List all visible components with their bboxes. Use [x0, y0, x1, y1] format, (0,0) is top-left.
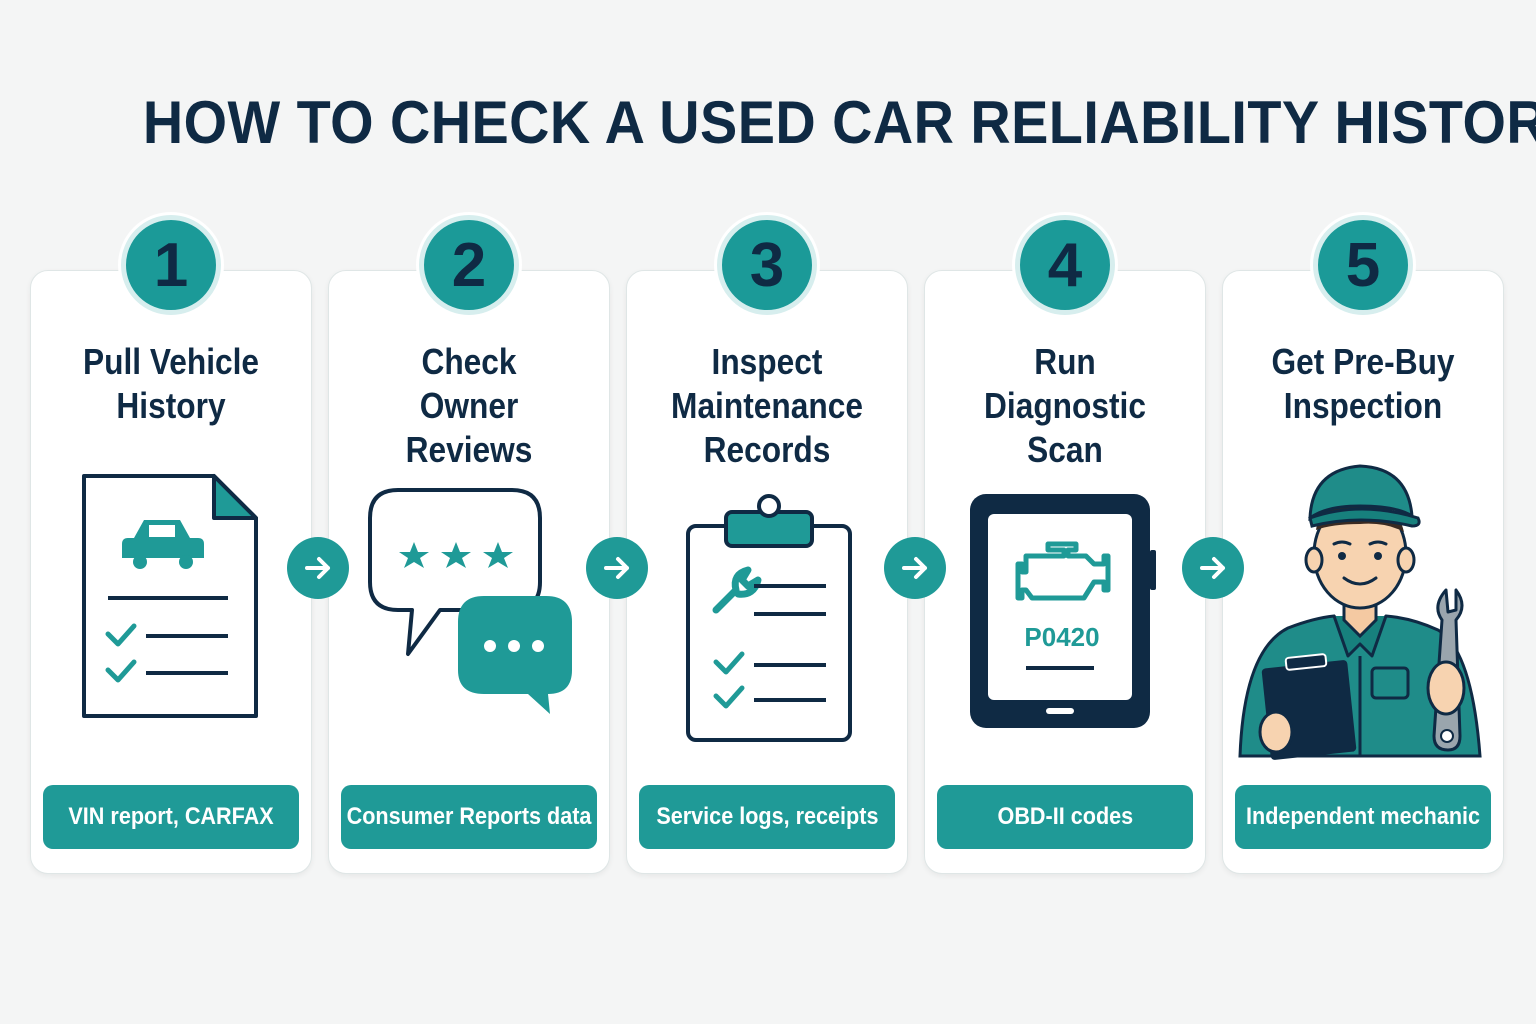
document-car-icon [82, 474, 258, 718]
clipboard-wrench-icon [686, 494, 852, 742]
scanner-code: P0420 [1024, 622, 1099, 652]
step-detail-1: VIN report, CARFAX [43, 785, 299, 849]
step-detail-2: Consumer Reports data [341, 785, 597, 849]
obd-scanner-icon: P0420 [970, 494, 1156, 728]
step-number-1: 1 [121, 215, 221, 315]
step-detail-4-label: OBD-II codes [997, 803, 1133, 830]
arrow-1-to-2 [287, 537, 349, 599]
step-detail-3: Service logs, receipts [639, 785, 895, 849]
chat-rating-icon [368, 488, 572, 714]
step-number-2: 2 [419, 215, 519, 315]
arrow-right-icon [604, 557, 629, 579]
arrow-2-to-3 [586, 537, 648, 599]
step-title-3: Inspect Maintenance Records [671, 341, 863, 470]
step-number-5: 5 [1313, 215, 1413, 315]
step-title-4: Run Diagnostic Scan [984, 341, 1146, 470]
step-detail-2-label: Consumer Reports data [346, 803, 592, 830]
step-title-1: Pull Vehicle History [82, 341, 260, 426]
step-number-4: 4 [1015, 215, 1115, 315]
step-detail-1-label: VIN report, CARFAX [68, 803, 274, 830]
step-number-3: 3 [717, 215, 817, 315]
step-detail-5-label: Independent mechanic [1245, 803, 1481, 830]
page-title: HOW TO CHECK A USED CAR RELIABILITY HIST… [142, 89, 1536, 156]
mechanic-icon [1238, 464, 1482, 760]
arrow-4-to-5 [1182, 537, 1244, 599]
step-detail-5: Independent mechanic [1235, 785, 1491, 849]
arrow-right-icon [1200, 557, 1225, 579]
step-detail-4: OBD-II codes [937, 785, 1193, 849]
arrow-right-icon [305, 557, 330, 579]
step-title-2: Check Owner Reviews [405, 341, 533, 470]
step-title-5: Get Pre-Buy Inspection [1271, 341, 1455, 426]
step-detail-3-label: Service logs, receipts [655, 803, 879, 830]
arrow-right-icon [902, 557, 927, 579]
arrow-3-to-4 [884, 537, 946, 599]
